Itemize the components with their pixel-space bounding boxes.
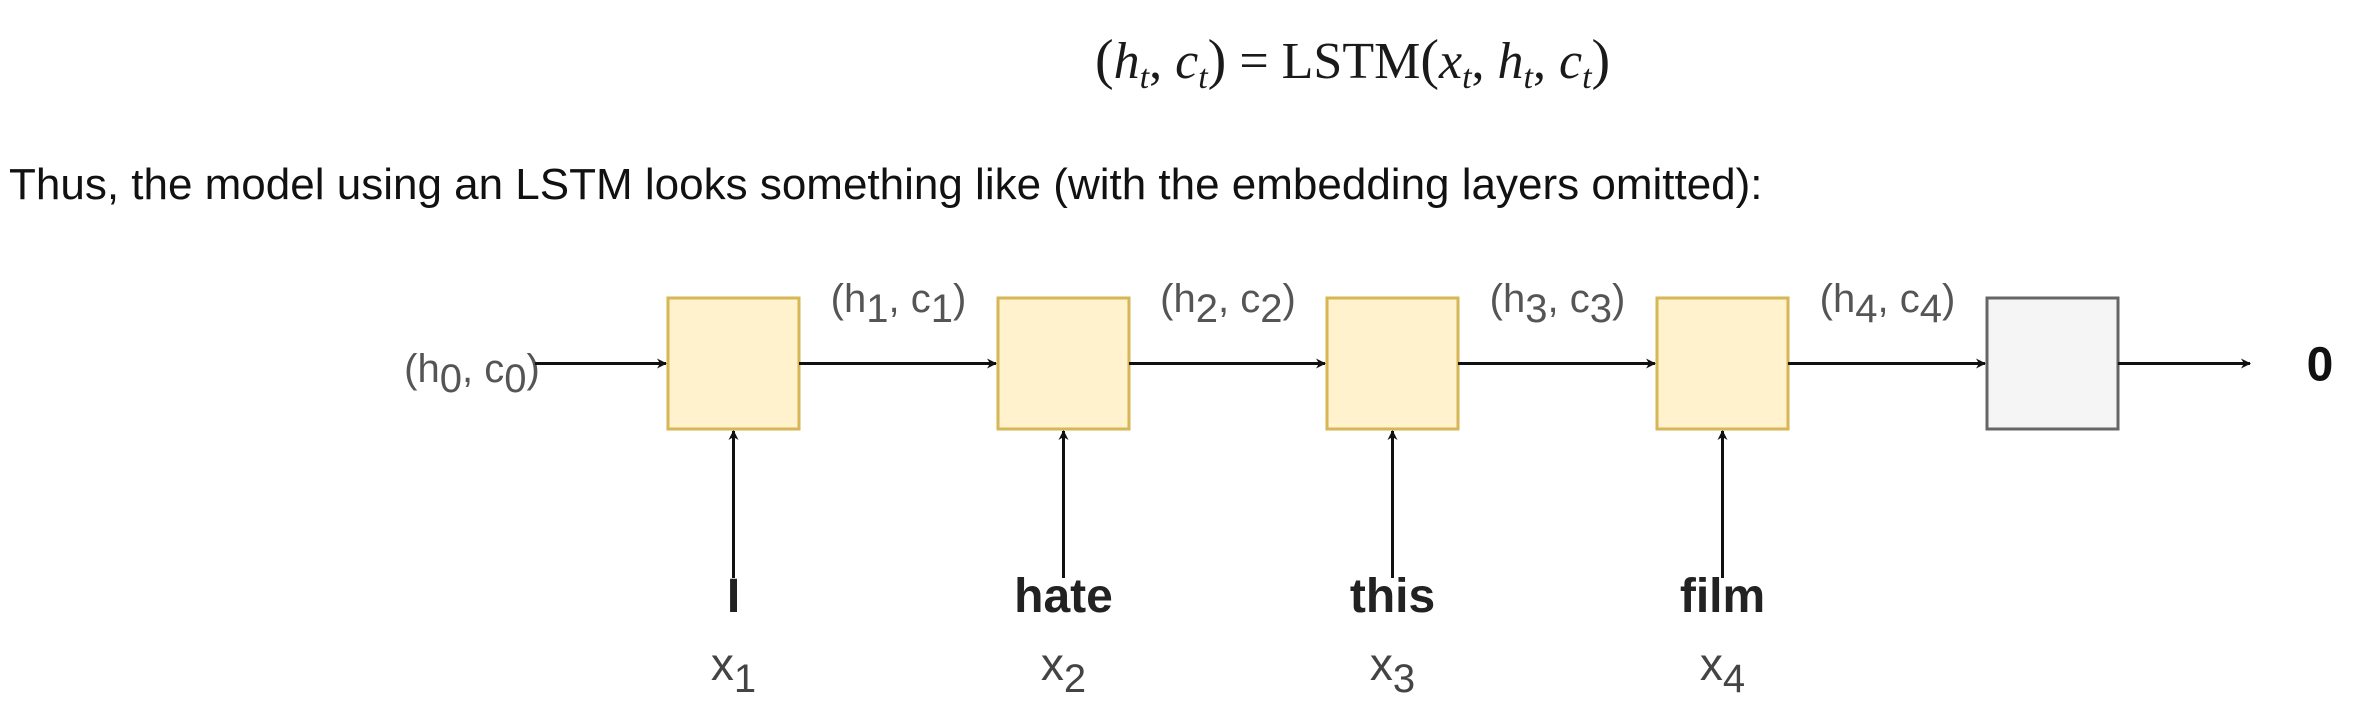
input-label-4: x4 [1700,638,1745,701]
output-layer-box [1985,296,2120,431]
eq-lhs-c: c [1175,33,1199,90]
lstm-equation: (ht, ct) = LSTM(xt, ht, ct) [1095,29,1611,96]
eq-arg-x: x [1438,33,1463,90]
eq-arg-c-sub: t [1582,59,1592,96]
lstm-cell-4 [1655,296,1790,431]
eq-arg-h: h [1497,33,1524,90]
state-label-2: (h2, c2) [1160,277,1296,331]
eq-function-name: LSTM [1281,33,1421,90]
input-label-3: x3 [1370,638,1415,701]
eq-arg-x-sub: t [1462,59,1472,96]
input-label-2: x2 [1041,638,1086,701]
eq-lhs-h: h [1113,33,1140,90]
input-label-1: x1 [711,638,756,701]
description-text: Thus, the model using an LSTM looks some… [9,160,1763,209]
token-label-1: I [727,570,740,623]
lstm-cell-1 [666,296,801,431]
eq-arg-c: c [1558,33,1583,90]
initial-state-label: (h0, c0) [404,347,540,401]
state-label-3: (h3, c3) [1490,277,1626,331]
token-label-4: film [1680,570,1765,623]
eq-arg-h-sub: t [1523,59,1533,96]
eq-lhs-h-sub: t [1139,59,1150,96]
state-label-1: (h1, c1) [831,277,967,331]
token-label-3: this [1350,570,1435,623]
output-label: 0 [2307,339,2334,392]
eq-lhs-c-sub: t [1198,59,1208,96]
lstm-cell-3 [1325,296,1460,431]
lstm-cell-2 [996,296,1131,431]
token-label-2: hate [1014,570,1113,623]
state-label-4: (h4, c4) [1820,277,1956,331]
